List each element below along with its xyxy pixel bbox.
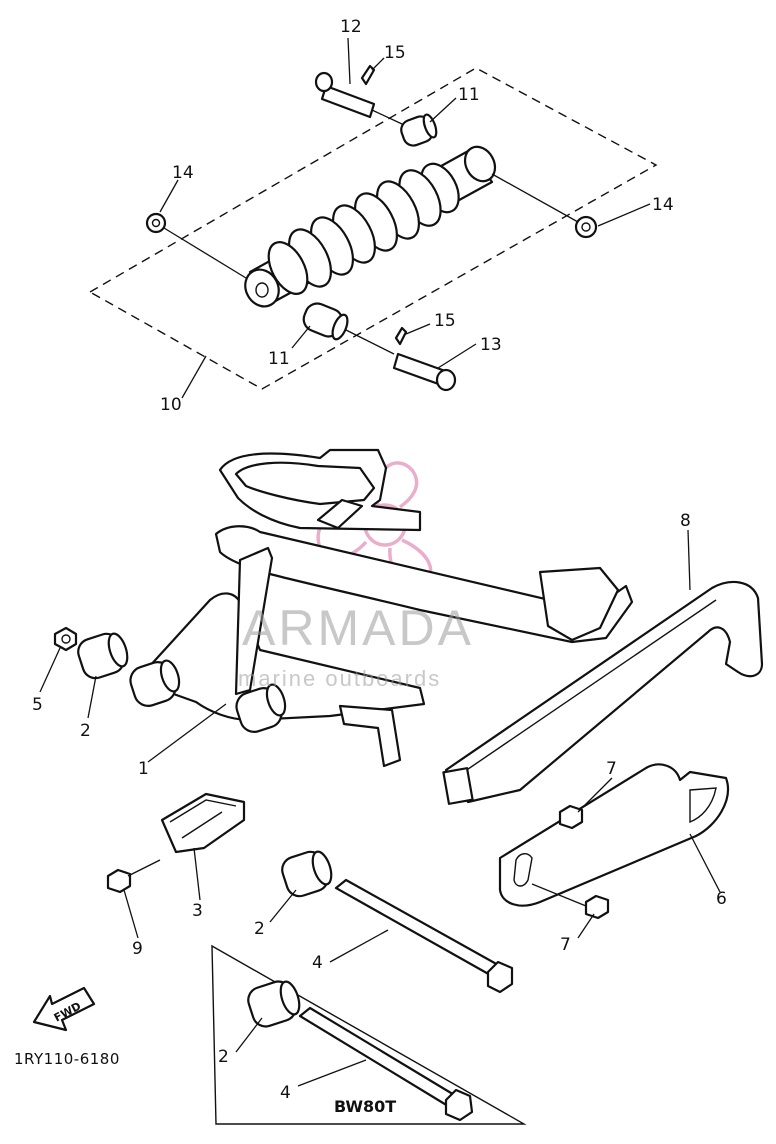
callout-7-upper: 7 — [606, 759, 617, 779]
callout-3: 3 — [192, 901, 203, 921]
chain-guide-bolt-lower — [584, 894, 610, 920]
upper-shock-bolt — [314, 71, 376, 119]
callout-15-lower: 15 — [434, 311, 456, 331]
callout-numbers: 12 15 11 14 14 11 15 13 10 8 5 2 1 7 6 3… — [32, 17, 727, 1103]
callout-1: 1 — [138, 759, 149, 779]
washer-right — [574, 215, 598, 239]
chain-case — [442, 580, 764, 805]
callout-2-left: 2 — [80, 721, 91, 741]
variant-bushing — [247, 980, 301, 1028]
callout-4-upper: 4 — [312, 953, 323, 973]
callout-10: 10 — [160, 395, 182, 415]
callout-11-upper: 11 — [458, 85, 480, 105]
chain-case-bolt-upper — [558, 804, 584, 830]
nut — [53, 626, 78, 652]
callout-11-lower: 11 — [268, 349, 290, 369]
cotter-pin-upper — [360, 64, 376, 86]
lower-shock-bolt — [392, 352, 457, 392]
upper-shock-bushing — [400, 113, 438, 147]
rear-shock-absorber — [244, 145, 497, 308]
callout-15-upper: 15 — [384, 43, 406, 63]
callout-14-left: 14 — [172, 163, 194, 183]
variant-outline — [211, 944, 527, 1125]
leader-lines — [39, 37, 721, 1087]
forward-arrow-icon: FWD — [32, 986, 96, 1032]
cotter-pin-lower — [394, 326, 408, 346]
bracket — [160, 792, 246, 854]
pivot-bushing-left — [77, 632, 129, 680]
callout-6: 6 — [716, 889, 727, 909]
variant-pivot-shaft — [298, 1006, 474, 1122]
callout-4-variant: 4 — [280, 1083, 291, 1103]
chain-guide — [498, 763, 729, 907]
drawing-code: 1RY110-6180 — [14, 1050, 120, 1068]
pivot-bushing-lower — [281, 850, 333, 898]
swing-arm — [129, 448, 634, 768]
callout-7-lower: 7 — [560, 935, 571, 955]
callout-9: 9 — [132, 939, 143, 959]
shock-assembly-outline — [88, 67, 658, 390]
variant-label: BW80T — [334, 1097, 396, 1116]
callout-5: 5 — [32, 695, 43, 715]
callout-14-right: 14 — [652, 195, 674, 215]
lower-shock-bushing — [302, 302, 349, 341]
watermark-brand: ARMADA — [242, 600, 474, 656]
callout-8: 8 — [680, 511, 691, 531]
callout-2-lower: 2 — [254, 919, 265, 939]
callout-13: 13 — [480, 335, 502, 355]
bracket-bolt — [106, 859, 161, 894]
watermark-tagline: marine outboards — [238, 666, 441, 691]
callout-2-variant: 2 — [218, 1047, 229, 1067]
washer-left — [145, 212, 167, 234]
callout-12: 12 — [340, 17, 362, 37]
pivot-shaft — [334, 878, 514, 994]
